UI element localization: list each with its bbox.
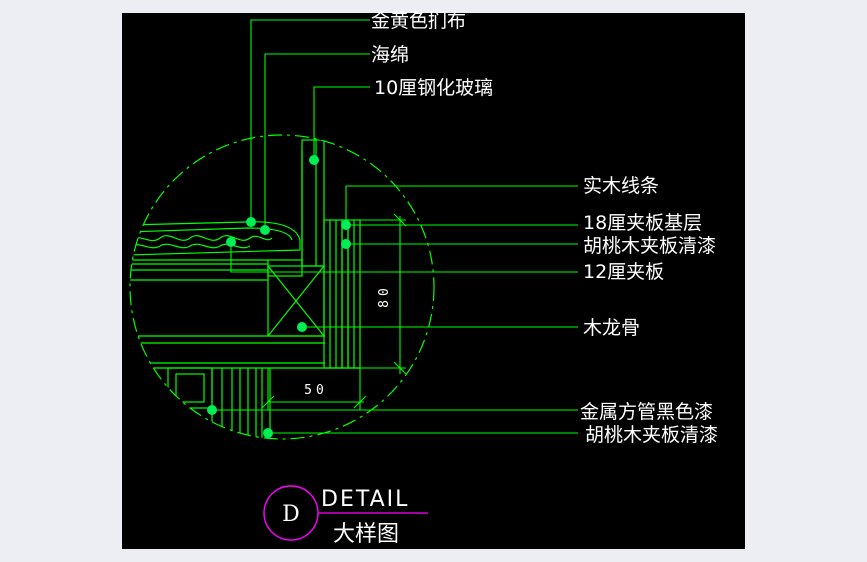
dot-plywood12	[226, 237, 236, 247]
section-geometry	[130, 139, 361, 439]
label-walnut1: 胡桃木夹板清漆	[583, 235, 716, 257]
dot-tube	[207, 405, 217, 415]
label-plywood18: 18厘夹板基层	[583, 212, 702, 234]
dimension-width: 50	[304, 383, 328, 398]
dot-keel	[297, 322, 307, 332]
label-plywood12: 12厘夹板	[583, 261, 664, 283]
dimension-height: 80	[377, 284, 392, 308]
cad-drawing-canvas: 80 50 金黄色扪布 海绵 10厘钢化玻璃 实木线条 18厘夹板基层 胡桃木夹…	[122, 10, 745, 549]
label-molding: 实木线条	[583, 175, 659, 197]
detail-boundary-circle	[129, 134, 435, 440]
title-block: D DETAIL 大样图	[263, 485, 428, 547]
label-glass: 10厘钢化玻璃	[374, 77, 493, 99]
label-walnut2: 胡桃木夹板清漆	[585, 424, 718, 446]
leader-lines	[212, 19, 578, 434]
dot-molding	[341, 220, 351, 230]
dot-sponge	[260, 225, 270, 235]
dot-walnut2	[263, 428, 273, 438]
label-sponge: 海绵	[371, 44, 409, 66]
leader-dots	[207, 155, 351, 438]
label-tube: 金属方管黑色漆	[580, 401, 713, 423]
title-symbol: D	[282, 502, 300, 527]
dot-fabric	[246, 217, 256, 227]
title-chinese: 大样图	[333, 522, 399, 547]
label-keel: 木龙骨	[583, 317, 640, 339]
title-english: DETAIL	[321, 487, 409, 512]
dimension-lines	[261, 213, 407, 410]
label-fabric: 金黄色扪布	[371, 10, 466, 32]
dot-walnut1	[341, 239, 351, 249]
dot-glass	[309, 155, 319, 165]
